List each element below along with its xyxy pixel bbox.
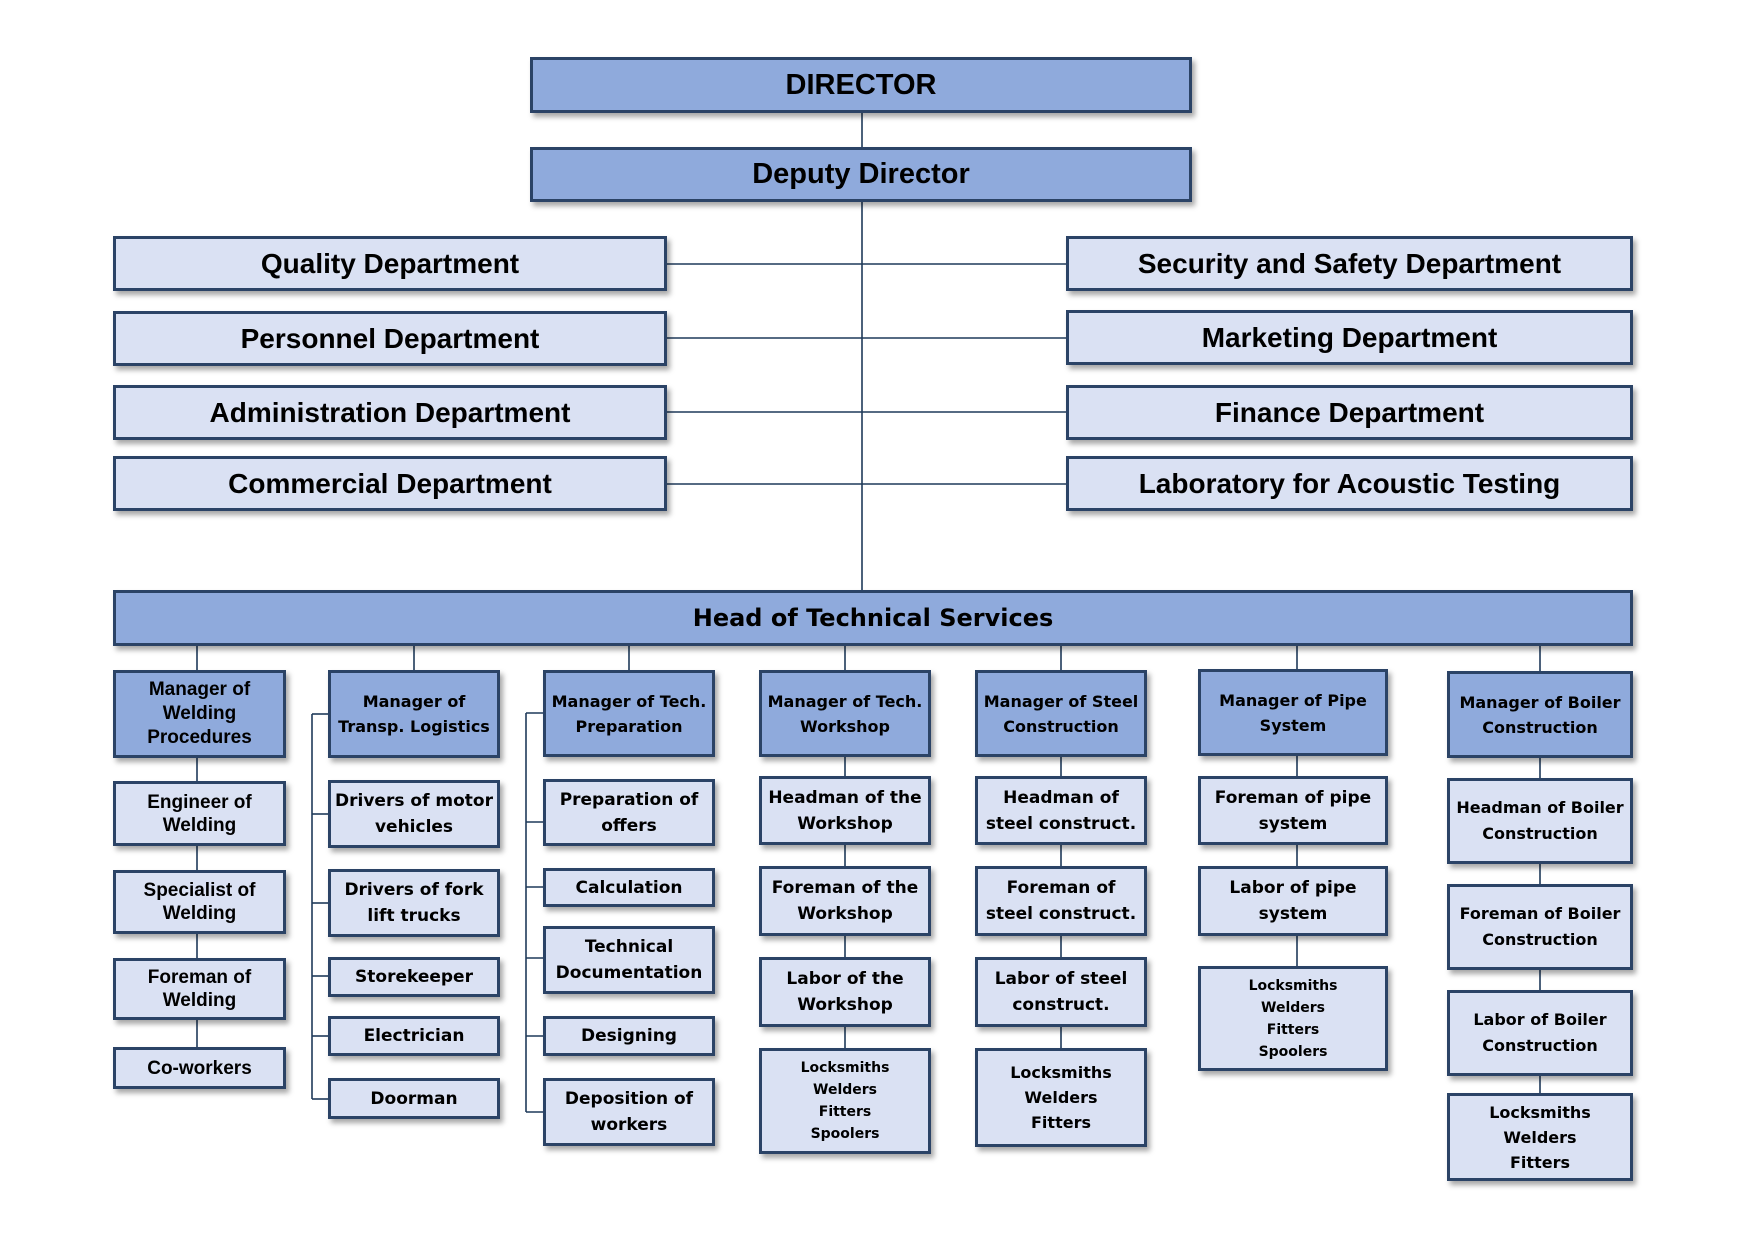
department-label: Finance Department [1214, 396, 1485, 428]
calculation-box: Calculation [543, 868, 715, 907]
manager-label: Manager of Transp. Logistics [338, 692, 490, 736]
manager-label: Manager of Pipe System [1219, 690, 1367, 735]
department-label: Commercial Department [228, 467, 552, 499]
marketing-department-box: Marketing Department [1066, 310, 1633, 365]
department-label: Personnel Department [240, 322, 540, 354]
manager-label: Manager of Welding Procedures [147, 679, 252, 748]
drivers-fork-lift-box: Drivers of fork lift trucks [328, 869, 500, 937]
finance-department-box: Finance Department [1066, 385, 1633, 440]
manager-welding-procedures-box: Manager of Welding Procedures [113, 670, 286, 758]
workshop-workers-box: Locksmiths Welders Fitters Spoolers [759, 1048, 931, 1154]
role-label: Labor of Boiler Construction [1473, 1010, 1607, 1055]
manager-tech-workshop-box: Manager of Tech. Workshop [759, 670, 931, 757]
preparation-of-offers-box: Preparation of offers [543, 779, 715, 846]
labor-boiler-construction-box: Labor of Boiler Construction [1447, 990, 1633, 1076]
labor-steel-construction-box: Labor of steel construct. [975, 957, 1147, 1027]
commercial-department-box: Commercial Department [113, 456, 667, 511]
security-safety-department-box: Security and Safety Department [1066, 236, 1633, 291]
role-label: Locksmiths Welders Fitters [1489, 1102, 1591, 1172]
manager-steel-construction-box: Manager of Steel Construction [975, 670, 1147, 757]
manager-boiler-construction-box: Manager of Boiler Construction [1447, 671, 1633, 758]
department-label: Administration Department [209, 396, 571, 428]
role-label: Labor of steel construct. [994, 969, 1128, 1015]
steel-construction-workers-box: Locksmiths Welders Fitters [975, 1048, 1147, 1147]
engineer-of-welding-box: Engineer of Welding [113, 781, 286, 846]
role-label: Specialist of Welding [143, 880, 256, 924]
electrician-box: Electrician [328, 1016, 500, 1056]
headman-steel-construction-box: Headman of steel construct. [975, 776, 1147, 845]
designing-box: Designing [543, 1016, 715, 1056]
role-label: Foreman of steel construct. [985, 878, 1137, 924]
foreman-workshop-box: Foreman of the Workshop [759, 866, 931, 936]
role-label: Locksmiths Welders Fitters [1010, 1063, 1112, 1132]
role-label: Technical Documentation [555, 937, 703, 983]
role-label: Drivers of motor vehicles [335, 791, 493, 837]
manager-label: Manager of Tech. Workshop [767, 691, 923, 736]
manager-tech-preparation-box: Manager of Tech. Preparation [543, 670, 715, 757]
role-label: Drivers of fork lift trucks [344, 880, 484, 926]
head-of-technical-services-label: Head of Technical Services [692, 604, 1054, 632]
pipe-system-workers-box: Locksmiths Welders Fitters Spoolers [1198, 966, 1388, 1071]
labor-workshop-box: Labor of the Workshop [759, 957, 931, 1027]
role-label: Storekeeper [355, 967, 473, 987]
department-label: Quality Department [260, 247, 520, 279]
role-label: Headman of steel construct. [985, 787, 1137, 834]
role-label: Locksmiths Welders Fitters Spoolers [1248, 977, 1338, 1060]
role-label: Preparation of offers [559, 789, 699, 836]
role-label: Calculation [575, 877, 683, 898]
foreman-steel-construction-box: Foreman of steel construct. [975, 866, 1147, 936]
role-label: Deposition of workers [564, 1089, 694, 1135]
manager-transport-logistics-box: Manager of Transp. Logistics [328, 670, 500, 758]
manager-label: Manager of Boiler Construction [1459, 692, 1621, 737]
specialist-of-welding-box: Specialist of Welding [113, 870, 286, 934]
deputy-director-box: Deputy Director [530, 147, 1192, 202]
role-label: Foreman of pipe system [1214, 787, 1372, 834]
role-label: Doorman [370, 1088, 458, 1109]
director-label: DIRECTOR [785, 68, 937, 101]
doorman-box: Doorman [328, 1078, 500, 1119]
boiler-construction-workers-box: Locksmiths Welders Fitters [1447, 1093, 1633, 1181]
administration-department-box: Administration Department [113, 385, 667, 440]
acoustic-testing-laboratory-box: Laboratory for Acoustic Testing [1066, 456, 1633, 511]
department-label: Security and Safety Department [1137, 247, 1562, 279]
deposition-of-workers-box: Deposition of workers [543, 1078, 715, 1146]
role-label: Foreman of the Workshop [771, 878, 919, 924]
role-label: Labor of pipe system [1229, 878, 1357, 924]
head-of-technical-services-box: Head of Technical Services [113, 590, 1633, 646]
department-label: Marketing Department [1201, 321, 1498, 353]
storekeeper-box: Storekeeper [328, 957, 500, 997]
personnel-department-box: Personnel Department [113, 311, 667, 366]
quality-department-box: Quality Department [113, 236, 667, 291]
drivers-motor-vehicles-box: Drivers of motor vehicles [328, 780, 500, 848]
role-label: Electrician [363, 1026, 465, 1046]
foreman-of-welding-box: Foreman of Welding [113, 958, 286, 1020]
role-label: Co-workers [147, 1057, 252, 1079]
role-label: Locksmiths Welders Fitters Spoolers [800, 1060, 890, 1142]
labor-pipe-system-box: Labor of pipe system [1198, 866, 1388, 936]
role-label: Foreman of Welding [147, 967, 252, 1011]
headman-boiler-construction-box: Headman of Boiler Construction [1447, 778, 1633, 864]
technical-documentation-box: Technical Documentation [543, 926, 715, 994]
manager-label: Manager of Tech. Preparation [551, 691, 707, 736]
role-label: Foreman of Boiler Construction [1459, 904, 1621, 949]
foreman-boiler-construction-box: Foreman of Boiler Construction [1447, 884, 1633, 970]
deputy-director-label: Deputy Director [752, 158, 970, 190]
role-label: Headman of Boiler Construction [1456, 798, 1624, 843]
role-label: Headman of the Workshop [768, 787, 922, 834]
role-label: Designing [581, 1026, 677, 1046]
manager-pipe-system-box: Manager of Pipe System [1198, 669, 1388, 756]
role-label: Engineer of Welding [147, 791, 252, 836]
headman-workshop-box: Headman of the Workshop [759, 776, 931, 845]
role-label: Labor of the Workshop [786, 969, 904, 1015]
department-label: Laboratory for Acoustic Testing [1138, 467, 1561, 499]
foreman-pipe-system-box: Foreman of pipe system [1198, 776, 1388, 845]
manager-label: Manager of Steel Construction [983, 691, 1139, 736]
director-box: DIRECTOR [530, 57, 1192, 113]
co-workers-box: Co-workers [113, 1047, 286, 1089]
